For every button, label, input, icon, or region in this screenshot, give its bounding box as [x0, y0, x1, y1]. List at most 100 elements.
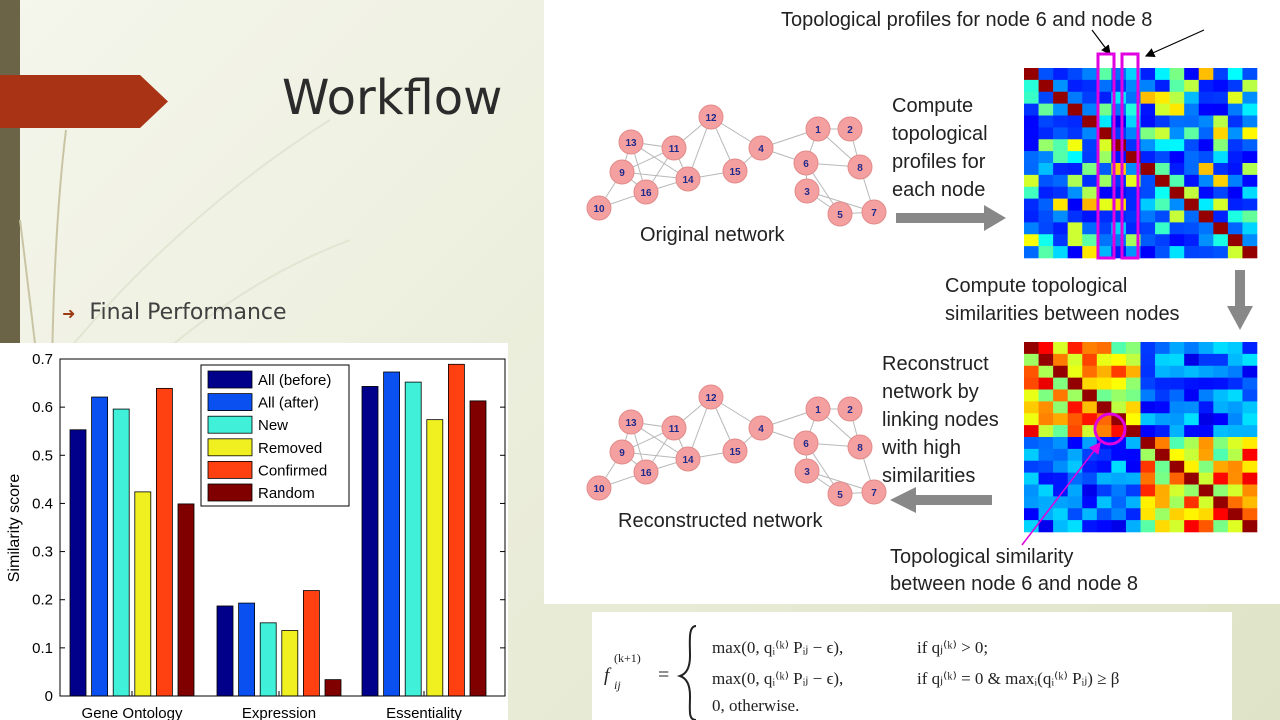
heatmap-cell — [1067, 413, 1083, 426]
heatmap-cell — [1242, 103, 1258, 116]
heatmap-cell — [1067, 68, 1083, 81]
heatmap-cell — [1053, 246, 1068, 259]
node-label: 9 — [619, 168, 625, 179]
formula-brace — [676, 625, 697, 720]
heatmap-cell — [1096, 151, 1112, 164]
heatmap-cell — [1169, 234, 1185, 247]
heatmap-cell — [1213, 460, 1229, 473]
node-label: 8 — [857, 443, 863, 454]
heatmap-cell — [1038, 484, 1054, 497]
heatmap-cell — [1038, 377, 1054, 390]
heatmap-cell — [1067, 210, 1083, 223]
heatmap-cell — [1140, 437, 1156, 450]
heatmap-cell — [1242, 234, 1258, 247]
heatmap-cell — [1067, 389, 1083, 402]
heatmap-cell — [1053, 389, 1068, 402]
network-node: 2 — [837, 396, 863, 422]
heatmap-cell — [1198, 151, 1214, 164]
heatmap-cell — [1213, 413, 1229, 426]
heatmap-cell — [1024, 520, 1039, 533]
bar-0-3 — [134, 491, 152, 697]
heatmap-cell — [1169, 484, 1185, 497]
heatmap-cell — [1140, 115, 1156, 128]
heatmap-cell — [1053, 425, 1068, 438]
heatmap-cell — [1184, 174, 1200, 188]
heatmap-cell — [1024, 460, 1039, 473]
network-node: 9 — [609, 439, 635, 465]
heatmap-cell — [1155, 365, 1170, 378]
heatmap-cell — [1024, 389, 1039, 402]
header-arrow-6 — [1091, 29, 1111, 55]
y-tick-label: 0.4 — [32, 495, 53, 512]
node-circle — [722, 158, 748, 184]
heatmap-cell — [1053, 508, 1068, 521]
heatmap-cell — [1038, 460, 1054, 473]
heatmap-cell — [1155, 508, 1170, 521]
node-circle — [618, 409, 644, 435]
heatmap-cell — [1184, 496, 1200, 509]
heatmap-cell — [1082, 174, 1098, 188]
network-node: 1 — [805, 116, 831, 142]
heatmap-cell — [1024, 186, 1039, 199]
heatmap-cell — [1111, 484, 1127, 497]
bar-2-5 — [469, 400, 487, 697]
heatmap-cell — [1140, 472, 1156, 485]
node-label: 1 — [815, 405, 821, 416]
node-label: 9 — [619, 448, 625, 459]
network-node: 16 — [633, 459, 659, 485]
heatmap-cell — [1082, 437, 1098, 450]
chart-legend: All (before)All (after)NewRemovedConfirm… — [200, 364, 350, 507]
heatmap-cell — [1111, 448, 1127, 462]
heatmap-cell — [1242, 377, 1258, 390]
heatmap-cell — [1140, 186, 1156, 199]
heatmap-cell — [1140, 79, 1156, 93]
node-circle — [661, 135, 687, 161]
compute-profiles-line-1: Compute — [892, 95, 973, 117]
heatmap-cell — [1125, 389, 1141, 402]
heatmap-cell — [1155, 234, 1170, 247]
heatmap-cell — [1184, 365, 1200, 378]
heatmap-cell — [1242, 508, 1258, 521]
heatmap-cell — [1096, 508, 1112, 521]
network-node: 14 — [675, 166, 701, 192]
heatmap-cell — [1024, 425, 1039, 438]
heatmap-cell — [1053, 448, 1068, 462]
heatmap-cell — [1082, 342, 1098, 355]
heatmap-cell — [1038, 342, 1054, 355]
bullet-text: Final Performance — [89, 300, 287, 325]
heatmap-cell — [1169, 115, 1185, 128]
heatmap-cell — [1082, 79, 1098, 93]
network-node: 16 — [633, 179, 659, 205]
heatmap-cell — [1096, 448, 1112, 462]
heatmap-cell — [1227, 389, 1243, 402]
similarity-note-line-1: Topological similarity — [890, 546, 1073, 568]
heatmap-cell — [1096, 115, 1112, 128]
node-circle — [827, 201, 853, 227]
bars-group — [69, 363, 487, 697]
heatmap-cell — [1140, 234, 1156, 247]
heatmap-cell — [1227, 234, 1243, 247]
heatmap-cell — [1169, 365, 1185, 378]
heatmap-cell — [1024, 353, 1039, 367]
node-label: 13 — [625, 418, 637, 429]
heatmap-cell — [1038, 91, 1054, 104]
heatmap-cell — [1067, 186, 1083, 199]
network-node: 8 — [847, 154, 873, 180]
heatmap-cell — [1067, 163, 1083, 176]
heatmap-cell — [1096, 174, 1112, 188]
heatmap-cell — [1067, 437, 1083, 450]
heatmap-cell — [1169, 210, 1185, 223]
heatmap-cell — [1227, 508, 1243, 521]
node-label: 11 — [669, 144, 680, 155]
node-circle — [586, 195, 612, 221]
legend-swatch — [207, 438, 253, 457]
heatmap-cell — [1024, 139, 1039, 152]
heatmap-cell — [1067, 151, 1083, 164]
heatmap-cell — [1184, 151, 1200, 164]
heatmap-cell — [1024, 413, 1039, 426]
formula-svg: f (k+1) ij = max(0, qᵢ⁽ᵏ⁾ Pᵢⱼ − ϵ), if q… — [604, 625, 1119, 720]
node-circle — [698, 104, 724, 130]
heatmap-cell — [1082, 222, 1098, 235]
heatmap-cell — [1096, 222, 1112, 235]
heatmap-cell — [1096, 68, 1112, 81]
